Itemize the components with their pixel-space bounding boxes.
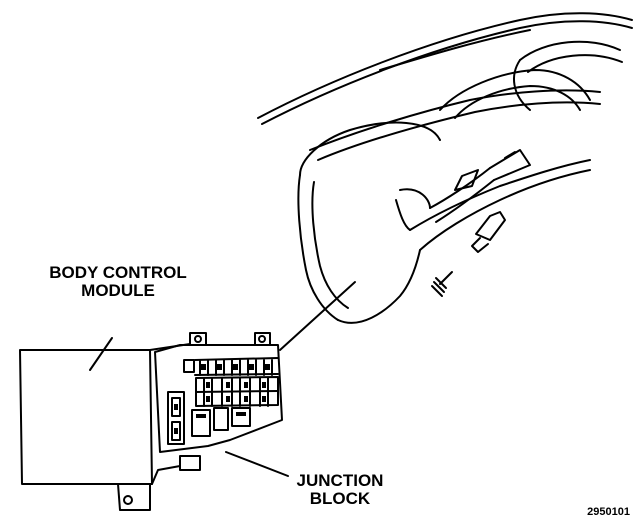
bcm-label-line-2: MODULE (81, 281, 155, 301)
body-control-module (19, 343, 191, 511)
dashboard-outline (257, 12, 633, 324)
jb-label-line-1: JUNCTION (296, 471, 384, 490)
figure-code: 2950101 (587, 506, 630, 518)
body-control-module-label: BODY CONTROL MODULE (30, 263, 206, 301)
leader-line-location (279, 281, 356, 351)
bcm-label-line-1: BODY CONTROL (49, 263, 187, 282)
leader-line-junction (225, 451, 289, 477)
leader-line-bcm (89, 337, 113, 371)
junction-block (151, 332, 283, 485)
fuse-details (174, 364, 270, 434)
junction-block-label: JUNCTION BLOCK (280, 471, 400, 509)
jb-label-line-2: BLOCK (309, 489, 371, 509)
